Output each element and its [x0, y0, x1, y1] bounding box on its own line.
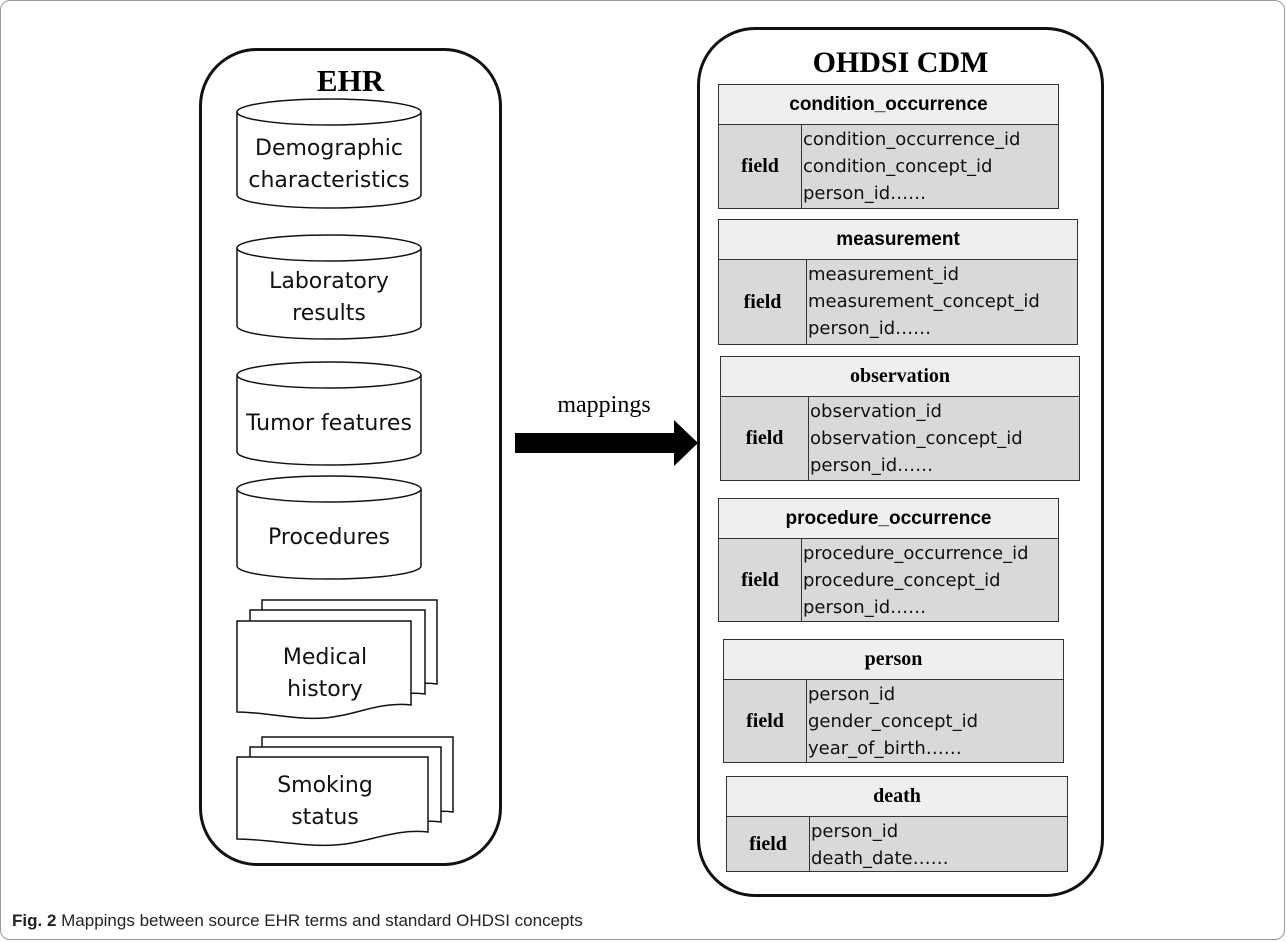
- source-medical-history: Medical history: [282, 645, 368, 702]
- caption-text: Mappings between source EHR terms and st…: [56, 911, 583, 930]
- field-label: field: [719, 260, 807, 344]
- field-list: measurement_id measurement_concept_id pe…: [808, 260, 1077, 344]
- table-condition-occurrence: condition_occurrence field condition_occ…: [718, 84, 1059, 209]
- cdm-panel: OHDSI CDM: [697, 27, 1104, 897]
- field-item: death_date……: [811, 848, 949, 869]
- field-list: procedure_occurrence_id procedure_concep…: [803, 539, 1058, 621]
- caption-label: Fig. 2: [12, 911, 57, 930]
- field-list: person_id death_date……: [811, 817, 1067, 871]
- field-item: person_id: [811, 821, 899, 842]
- field-item: observation_concept_id: [810, 428, 1023, 449]
- field-item: person_id……: [803, 183, 927, 204]
- field-item: procedure_occurrence_id: [803, 543, 1029, 564]
- source-laboratory: Laboratory results: [269, 269, 389, 326]
- field-item: observation_id: [810, 401, 942, 422]
- table-name: measurement: [719, 220, 1077, 260]
- table-measurement: measurement field measurement_id measure…: [718, 219, 1078, 345]
- database-cylinder-icon: [236, 98, 422, 209]
- table-death: death field person_id death_date……: [726, 776, 1068, 872]
- field-item: procedure_concept_id: [803, 570, 1001, 591]
- table-observation: observation field observation_id observa…: [720, 356, 1080, 481]
- source-demographic: Demographic characteristics: [248, 136, 410, 193]
- field-item: gender_concept_id: [808, 711, 979, 732]
- field-label: field: [721, 397, 809, 480]
- field-item: person_id: [808, 684, 896, 705]
- source-smoking-status: Smoking status: [277, 773, 373, 830]
- table-name: procedure_occurrence: [719, 499, 1058, 539]
- field-item: person_id……: [810, 455, 934, 476]
- source-tumor: Tumor features: [246, 411, 412, 436]
- field-item: year_of_birth……: [808, 738, 962, 759]
- ehr-panel: EHR: [199, 48, 502, 866]
- cdm-title: OHDSI CDM: [812, 46, 989, 79]
- source-procedures: Procedures: [268, 525, 390, 550]
- field-item: measurement_id: [808, 264, 960, 285]
- mappings-arrow-icon: [515, 420, 698, 466]
- field-list: person_id gender_concept_id year_of_birt…: [808, 680, 1063, 762]
- mappings-label: mappings: [557, 392, 651, 418]
- table-person: person field person_id gender_concept_id…: [723, 639, 1064, 763]
- table-name: condition_occurrence: [719, 85, 1058, 125]
- field-list: condition_occurrence_id condition_concep…: [803, 125, 1058, 208]
- field-label: field: [719, 539, 802, 621]
- ehr-title: EHR: [316, 63, 385, 98]
- table-procedure-occurrence: procedure_occurrence field procedure_occ…: [718, 498, 1059, 622]
- field-item: condition_concept_id: [803, 156, 993, 177]
- document-stack-icon: [236, 736, 454, 847]
- field-label: field: [719, 125, 802, 208]
- field-label: field: [727, 817, 810, 871]
- field-item: person_id……: [808, 318, 932, 339]
- field-item: measurement_concept_id: [808, 291, 1040, 312]
- database-cylinder-icon: [236, 475, 422, 580]
- table-name: person: [724, 640, 1063, 680]
- database-cylinder-icon: [236, 234, 422, 340]
- field-item: condition_occurrence_id: [803, 129, 1021, 150]
- figure-caption: Fig. 2 Mappings between source EHR terms…: [12, 911, 583, 931]
- field-list: observation_id observation_concept_id pe…: [810, 397, 1079, 480]
- field-label: field: [724, 680, 807, 762]
- document-stack-icon: [236, 599, 438, 720]
- field-item: person_id……: [803, 597, 927, 618]
- database-cylinder-icon: [236, 361, 422, 466]
- table-name: death: [727, 777, 1067, 817]
- table-name: observation: [721, 357, 1079, 397]
